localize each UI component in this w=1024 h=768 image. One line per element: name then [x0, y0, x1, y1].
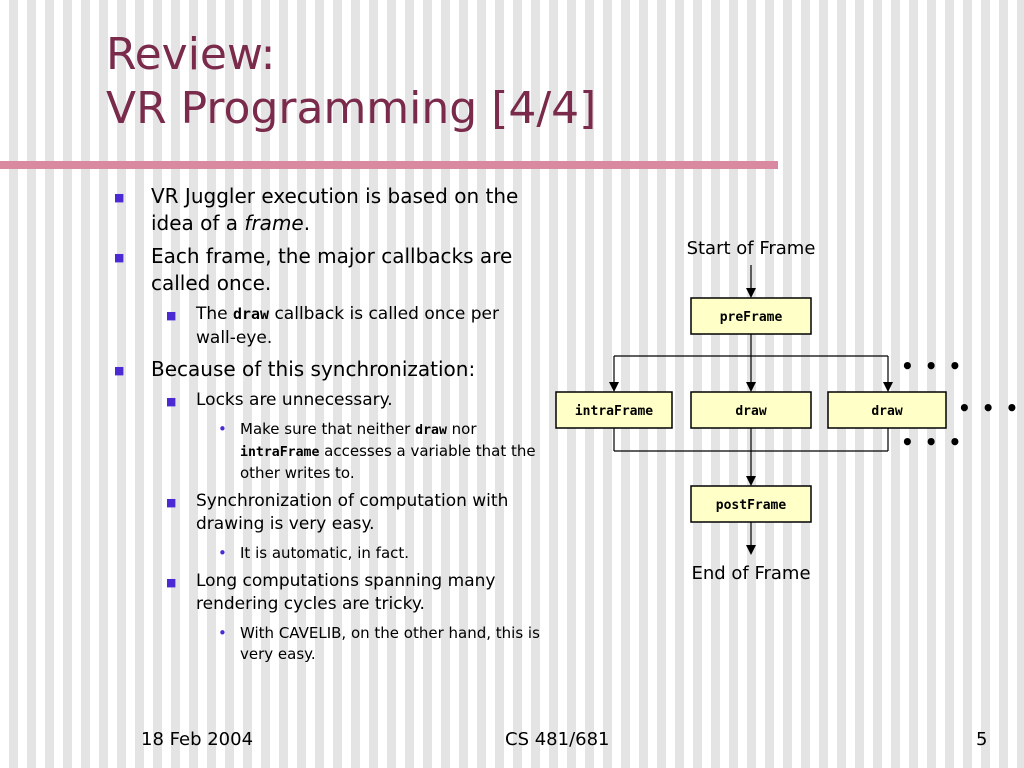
dot-marker-icon: •: [218, 419, 227, 438]
preframe-label: preFrame: [720, 310, 783, 325]
bullet-marker-icon: ■: [114, 191, 125, 204]
subbullet-sync-computation: ■ Synchronization of computation with dr…: [166, 490, 509, 535]
bullet-marker-icon: ■: [114, 251, 125, 264]
bullet-marker-icon: ■: [166, 495, 177, 509]
intraframe-label: intraFrame: [575, 404, 653, 419]
postframe-label: postFrame: [716, 498, 787, 513]
preframe-box: [690, 297, 812, 335]
footer-page-number: 5: [976, 729, 988, 750]
title-line-1: Review:: [106, 29, 276, 80]
footer-course: CS 481/681: [505, 729, 610, 750]
end-of-frame-label: End of Frame: [691, 563, 810, 584]
draw-box-2: [827, 391, 947, 429]
title-rule: [0, 161, 778, 169]
ellipsis-top: • • •: [901, 354, 963, 378]
frame-term: frame: [244, 211, 304, 235]
bullet-marker-icon: ■: [114, 364, 125, 377]
code-draw: draw: [415, 422, 447, 438]
code-intraframe: intraFrame: [240, 444, 320, 460]
bullet-callbacks: ■ Each frame, the major callbacks are ca…: [114, 244, 513, 295]
code-draw: draw: [233, 305, 270, 323]
draw-box-1: [690, 391, 812, 429]
draw-label-2: draw: [871, 404, 902, 419]
connector-lines: [609, 265, 893, 555]
title-line-2: VR Programming [4/4]: [106, 83, 597, 134]
subbullet-locks: ■ Locks are unnecessary.: [166, 390, 393, 410]
ellipsis-bottom: • • •: [901, 430, 963, 454]
slide-title: Review: VR Programming [4/4]: [106, 28, 596, 136]
subsubbullet-variable: • Make sure that neither draw nor intraF…: [218, 419, 536, 482]
footer-date: 18 Feb 2004: [141, 729, 254, 750]
bullet-marker-icon: ■: [166, 575, 177, 589]
bullet-list: ■ VR Juggler execution is based on the i…: [114, 183, 544, 671]
bullet-marker-icon: ■: [166, 309, 177, 322]
subbullet-draw-callback: ■ The draw callback is called once per w…: [166, 304, 499, 348]
start-of-frame-label: Start of Frame: [687, 238, 816, 259]
draw-label-1: draw: [735, 404, 766, 419]
subsubbullet-automatic: • It is automatic, in fact.: [218, 543, 410, 562]
intraframe-box: [555, 391, 673, 429]
ellipsis-middle: • • •: [958, 396, 1020, 420]
bullet-execution: ■ VR Juggler execution is based on the i…: [114, 184, 519, 235]
bullet-marker-icon: ■: [166, 395, 177, 408]
dot-marker-icon: •: [218, 543, 227, 562]
postframe-box: [690, 485, 812, 523]
bullet-synchronization: ■ Because of this synchronization:: [114, 357, 476, 381]
subsubbullet-cavelib: • With CAVELIB, on the other hand, this …: [218, 623, 540, 663]
dot-marker-icon: •: [218, 623, 227, 642]
subbullet-long-computations: ■ Long computations spanning many render…: [166, 570, 496, 615]
